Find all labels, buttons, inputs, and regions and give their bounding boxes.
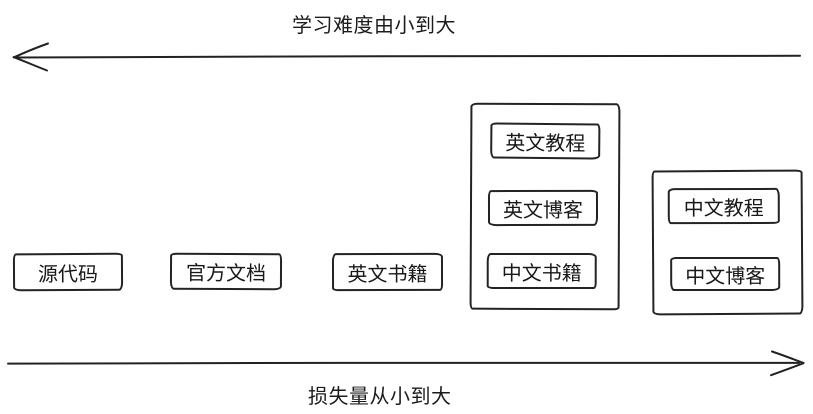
bottom-axis-label: 损失量从小到大 [308,386,452,408]
node-label: 英文书籍 [347,263,428,286]
node-label: 中文博客 [685,265,766,288]
node-label: 英文博客 [502,199,584,222]
node-chinese-tutorial: 中文教程 [667,187,780,225]
arrow-right-icon [7,350,805,377]
node-english-tutorial: 英文教程 [490,122,601,160]
node-label: 中文书籍 [501,262,582,285]
top-axis-label: 学习难度由小到大 [292,15,456,37]
node-label: 官方文档 [185,262,267,286]
group-box-1: 英文教程 英文博客 中文书籍 [469,102,621,311]
node-source-code: 源代码 [12,252,124,292]
node-chinese-blog: 中文博客 [670,256,781,292]
node-label: 源代码 [37,263,99,286]
group-box-2: 中文教程 中文博客 [651,169,804,316]
node-chinese-books: 中文书籍 [486,252,597,290]
node-english-books: 英文书籍 [331,252,444,292]
node-label: 英文教程 [505,132,586,155]
node-official-docs: 官方文档 [169,252,283,291]
arrow-left-icon [12,42,801,72]
node-label: 中文教程 [683,197,764,220]
node-english-blog: 英文博客 [487,189,599,227]
